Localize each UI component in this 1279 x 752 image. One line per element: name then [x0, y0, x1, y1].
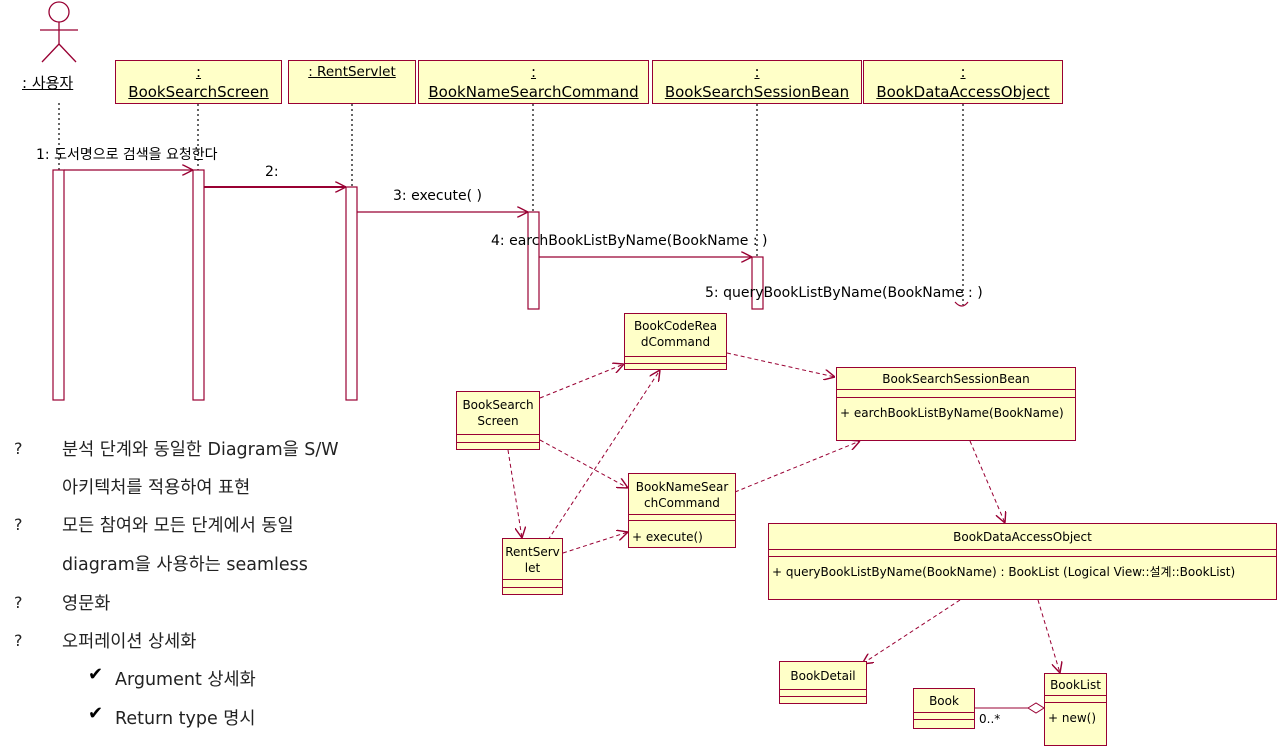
class-booksearchscreen: BookSearch Screen	[456, 391, 540, 450]
check-icon: ✔	[88, 664, 104, 685]
dep-dao-booklist	[1037, 599, 1060, 673]
object-colon: :	[530, 63, 537, 81]
class-operation: + earchBookListByName(BookName)	[840, 406, 1064, 420]
subitem-1: Argument 상세화	[115, 670, 256, 690]
object-label: : RentServlet	[308, 64, 396, 80]
note-bullet: ?	[14, 439, 23, 458]
object-label: BookNameSearchCommand	[428, 83, 639, 101]
class-name: Book	[929, 694, 959, 708]
class-name-line1: BookCodeRea	[633, 319, 718, 333]
multiplicity-label: 0..*	[979, 712, 1001, 726]
dep-coderead-sessionbean	[726, 352, 835, 377]
object-booksearchscreen: : BookSearchScreen	[115, 60, 282, 104]
message-4-label: 4: earchBookListByName(BookName : )	[491, 233, 768, 249]
note-bullet: ?	[14, 593, 23, 612]
dep-servlet-coderead	[547, 370, 660, 541]
class-name-line2: dCommand	[640, 335, 711, 349]
object-booknamesearchcommand: : BookNameSearchCommand	[418, 60, 649, 104]
object-booksearchsessionbean: : BookSearchSessionBean	[652, 60, 862, 104]
dep-screen-servlet	[507, 449, 522, 538]
dep-sessionbean-dao	[969, 440, 1005, 523]
class-booklist: BookList + new()	[1044, 673, 1107, 746]
note-bullet: ?	[14, 631, 23, 650]
object-label: BookDataAccessObject	[876, 83, 1050, 101]
message-5-label: 5: queryBookListByName(BookName : )	[705, 285, 983, 301]
class-bookdataaccessobject: BookDataAccessObject + queryBookListByNa…	[768, 523, 1277, 600]
class-name: BookDataAccessObject	[953, 530, 1092, 544]
class-name-line1: RentServ	[505, 545, 560, 559]
aggregation-diamond	[1027, 702, 1045, 714]
object-colon: :	[960, 63, 966, 81]
dep-servlet-namesearch	[562, 532, 628, 554]
activation-booksearchscreen	[192, 169, 205, 401]
class-name-line1: BookSearch	[462, 398, 534, 412]
class-booksearchsessionbean: BookSearchSessionBean + earchBookListByN…	[836, 367, 1076, 441]
message-1-label: 1: 도서명으로 검색을 요청한다	[36, 147, 218, 163]
class-operation: + new()	[1048, 711, 1097, 725]
class-bookcodereadcommand: BookCodeRea dCommand	[624, 313, 727, 370]
class-name: BookSearchSessionBean	[882, 372, 1030, 386]
activation-actor	[52, 169, 65, 401]
note-2-line1: 모든 참여와 모든 단계에서 동일	[62, 516, 294, 536]
dep-screen-coderead	[539, 364, 624, 399]
class-name: BookDetail	[790, 669, 856, 683]
note-bullet: ?	[14, 515, 23, 534]
class-name-line1: BookNameSear	[635, 480, 729, 494]
class-name-line2: chCommand	[644, 496, 720, 510]
activation-rentservlet	[345, 186, 358, 401]
note-1-line2: 아키텍처를 적용하여 표현	[62, 478, 251, 498]
subitem-2: Return type 명시	[115, 709, 256, 729]
class-booknamesearchcommand: BookNameSear chCommand + execute()	[628, 473, 736, 548]
dep-screen-namesearch	[539, 439, 628, 488]
actor-figure	[40, 1, 78, 63]
class-name-line2: let	[524, 561, 541, 575]
actor-label: : 사용자	[22, 74, 74, 92]
object-bookdataaccessobject: : BookDataAccessObject	[863, 60, 1063, 104]
note-4-line1: 오퍼레이션 상세화	[62, 632, 197, 652]
activation-booknamesearchcommand	[527, 211, 540, 310]
message-3-label: 3: execute( )	[393, 188, 482, 204]
class-bookdetail: BookDetail	[779, 661, 867, 704]
note-2-line2: diagram을 사용하는 seamless	[62, 555, 308, 575]
message-5-tail	[954, 301, 969, 307]
class-operation: + execute()	[632, 530, 703, 544]
object-colon: :	[754, 63, 760, 81]
note-3-line1: 영문화	[62, 594, 111, 614]
class-name: BookList	[1050, 678, 1101, 692]
class-rentservlet: RentServ let	[502, 538, 563, 595]
class-name-line2: Screen	[477, 414, 519, 428]
class-operation: + queryBookListByName(BookName) : BookLi…	[772, 565, 1236, 579]
object-rentservlet: : RentServlet	[288, 60, 416, 104]
object-label: BookSearchSessionBean	[664, 83, 850, 101]
dep-namesearch-sessionbean	[734, 441, 860, 493]
check-icon: ✔	[88, 703, 104, 724]
activation-booksearchsessionbean	[751, 256, 764, 310]
dep-dao-bookdetail	[862, 599, 961, 664]
object-label: BookSearchScreen	[128, 83, 269, 101]
object-colon: :	[195, 63, 202, 81]
class-book: Book	[913, 688, 975, 729]
note-1-line1: 분석 단계와 동일한 Diagram을 S/W	[62, 440, 339, 460]
message-2-label: 2:	[265, 164, 279, 180]
